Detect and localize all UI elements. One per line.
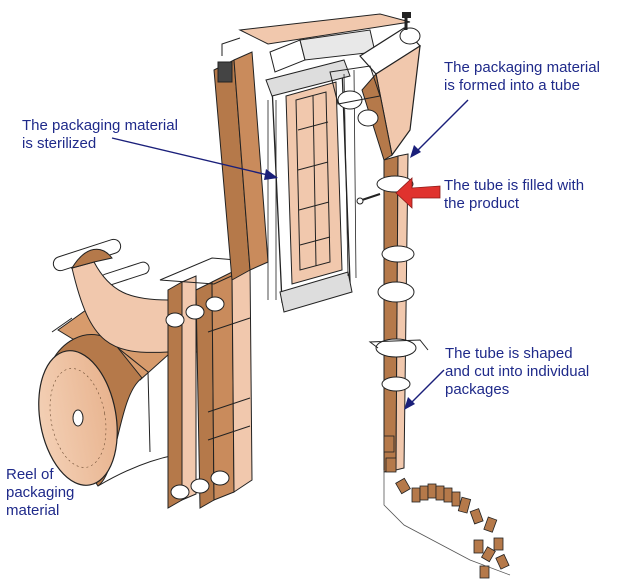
dancer-section [159,257,264,509]
annotation-arrows [111,99,469,407]
label-tube-formed: The packaging material is formed into a … [444,59,600,94]
sterilizer-tower [265,29,376,313]
packages-outfeed [383,435,510,579]
product-fill-arrow [395,177,441,209]
arrowheads [264,145,421,410]
conveyor-line [383,470,511,576]
vertical-web [213,13,411,281]
product-tube [356,153,429,473]
label-shaped-cut: The tube is shaped and cut into individu… [445,345,590,398]
label-sterilized: The packaging material is sterilized [22,117,178,152]
forming-section [329,12,421,161]
label-reel: Reel of packaging material [6,466,75,519]
reel [38,299,179,487]
label-filled: The tube is filled with the product [444,177,585,212]
